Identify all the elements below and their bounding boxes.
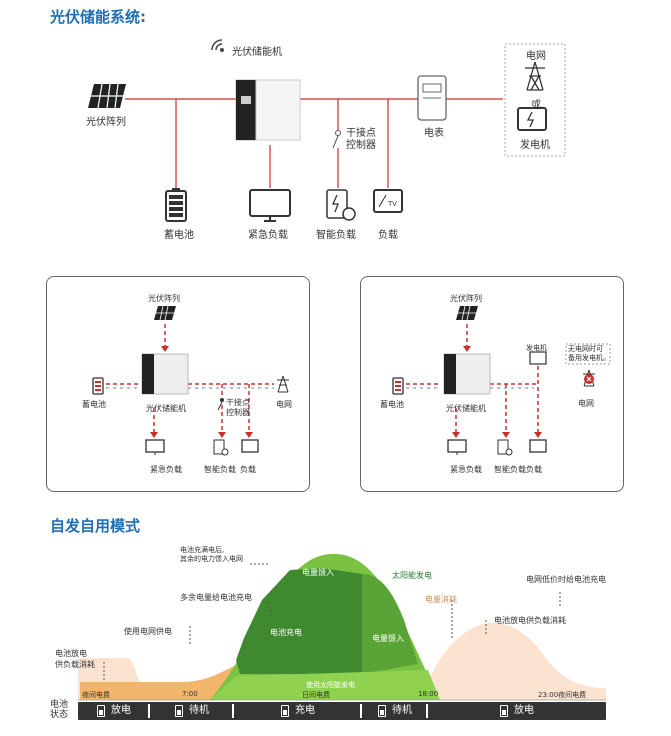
ann-use-solar: 使用太阳能发电 [306, 681, 355, 689]
rp-load-label: 负载 [526, 465, 542, 474]
ann-feed-in-top: 电量馈入 [302, 568, 334, 577]
energy-flow-chart [78, 553, 606, 701]
lp-smart-load-label: 智能负载 [204, 465, 236, 474]
dry-contact-label: 干接点 控制器 [346, 128, 376, 151]
rp-inverter-label: 光伏储能机 [446, 404, 486, 413]
ann-consumption: 电量消耗 [425, 595, 457, 604]
smart-load-label: 智能负载 [316, 230, 356, 241]
lp-battery-label: 蓄电池 [82, 400, 106, 409]
battery-icon [175, 705, 183, 717]
inverter-icon [235, 79, 301, 141]
day-price-label: 日间电费 [302, 691, 330, 699]
svg-text:TV: TV [388, 201, 397, 208]
lp-pv-label: 光伏阵列 [148, 294, 180, 303]
rp-note-label: 无电网时可 备用发电机。 [568, 345, 610, 362]
generator-mode-diagram [392, 305, 611, 456]
battery-status-bar: 放电 待机 充电 待机 放电 [78, 702, 606, 720]
status-segment-standby-morning: 待机 [150, 702, 234, 720]
battery-icon [500, 705, 508, 717]
night-price-label: 夜间电费 [82, 691, 110, 699]
battery-label: 蓄电池 [164, 230, 194, 241]
power-tower-icon [525, 61, 545, 91]
meter-label: 电表 [424, 128, 444, 139]
lp-dry-contact-label: 干接点 控制器 [226, 398, 250, 417]
status-segment-standby-evening: 待机 [362, 702, 428, 720]
grid-mode-diagram [92, 305, 289, 456]
battery-status-label: 电池 状态 [50, 700, 69, 720]
time-0700: 7:00 [182, 690, 198, 698]
solar-panel-icon [88, 83, 126, 109]
tv-icon [529, 439, 547, 453]
section-title-self-use: 自发自用模式 [50, 517, 141, 535]
section-title-pv-storage: 光伏储能系统: [50, 8, 146, 26]
battery-icon [281, 705, 289, 717]
status-segment-discharge-evening: 放电 [428, 702, 606, 720]
grid-label: 电网 [526, 51, 546, 62]
feed-in-area [362, 574, 418, 674]
lp-grid-label: 电网 [276, 400, 292, 409]
time-1800: 18:00 [418, 690, 439, 698]
rp-pv-label: 光伏阵列 [450, 294, 482, 303]
solar-panel-icon [456, 305, 478, 321]
battery-icon [92, 377, 104, 395]
meter-icon [417, 75, 447, 121]
inverter-label: 光伏储能机 [232, 47, 282, 58]
smart-load-icon [497, 439, 513, 456]
monitor-icon [145, 439, 165, 455]
ann-battery-full: 电池充满电后, 其余的电力馈入电网 [180, 546, 243, 563]
tv-icon [241, 439, 259, 453]
generator-label: 发电机 [520, 140, 550, 151]
ann-battery-charge: 电池充电 [270, 628, 302, 637]
generator-icon [529, 351, 547, 365]
self-use-band [210, 670, 440, 700]
rp-emergency-load-label: 紧急负载 [450, 465, 482, 474]
load-label: 负载 [378, 230, 398, 241]
smart-load-icon [213, 439, 229, 456]
monitor-icon [447, 439, 467, 455]
ann-low-price-charge: 电网低价时给电池充电 [526, 575, 606, 584]
battery-icon [97, 705, 105, 717]
evening-discharge-area [420, 622, 606, 700]
monitor-icon [249, 189, 291, 222]
status-segment-discharge-night: 放电 [78, 702, 150, 720]
rp-battery-label: 蓄电池 [380, 400, 404, 409]
ann-evening-discharge: 电池放电供负载消耗 [494, 616, 566, 625]
tv-icon: TV [373, 189, 403, 213]
time-2300-night-price: 23:00夜间电费 [538, 691, 587, 699]
lp-load-label: 负载 [240, 465, 256, 474]
battery-charge-area [236, 568, 362, 674]
wifi-icon [211, 39, 224, 52]
or-label: 或 [531, 100, 541, 111]
ann-excess-to-battery: 多余电量给电池充电 [180, 593, 252, 602]
lp-inverter-label: 光伏储能机 [146, 404, 186, 413]
ann-grid-supply: 使用电网供电 [124, 627, 172, 636]
status-segment-charge: 充电 [234, 702, 362, 720]
inverter-icon [141, 353, 189, 395]
ann-solar-generation: 太阳能发电 [392, 571, 432, 580]
grid-supply-area [80, 658, 250, 700]
rp-smart-load-label: 智能负载 [494, 465, 526, 474]
rp-generator-label: 发电机 [526, 344, 547, 352]
battery-icon [165, 188, 187, 222]
inverter-icon [443, 353, 491, 395]
lp-emergency-load-label: 紧急负载 [150, 465, 182, 474]
ann-morning-discharge: 电池放电 供负载消耗 [55, 649, 95, 669]
grid-offline-icon [583, 369, 595, 387]
power-tower-icon [277, 375, 289, 393]
pv-array-label: 光伏阵列 [86, 117, 126, 128]
rp-grid-label: 电网 [578, 399, 594, 408]
battery-icon [378, 705, 386, 717]
emergency-load-label: 紧急负载 [248, 230, 288, 241]
system-diagram: TV [88, 39, 566, 222]
solar-panel-icon [154, 305, 176, 321]
smart-load-icon [326, 189, 356, 221]
generator-icon [517, 107, 547, 131]
battery-icon [392, 377, 404, 395]
ann-feed-in-mid: 电量馈入 [372, 634, 404, 643]
